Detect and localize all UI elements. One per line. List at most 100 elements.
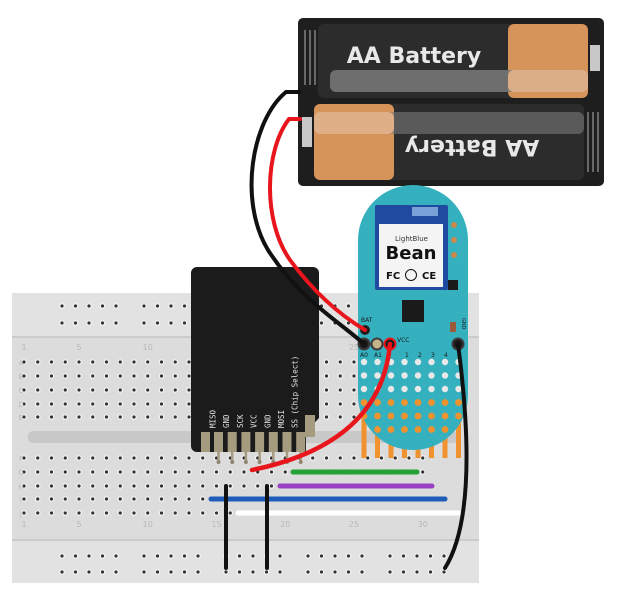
rail-hole[interactable] bbox=[277, 569, 283, 575]
rail-hole[interactable] bbox=[168, 303, 174, 309]
breadboard-hole[interactable] bbox=[21, 401, 27, 407]
breadboard-hole[interactable] bbox=[351, 414, 357, 420]
breadboard-hole[interactable] bbox=[144, 483, 151, 489]
breadboard-hole[interactable] bbox=[172, 496, 179, 502]
breadboard-hole[interactable] bbox=[21, 455, 27, 461]
breadboard-hole[interactable] bbox=[103, 387, 110, 393]
rail-hole[interactable] bbox=[59, 553, 65, 559]
breadboard-hole[interactable] bbox=[144, 401, 151, 407]
breadboard-hole[interactable] bbox=[337, 373, 344, 379]
breadboard-hole[interactable] bbox=[131, 387, 137, 393]
breadboard-hole[interactable] bbox=[172, 455, 179, 461]
breadboard-hole[interactable] bbox=[144, 510, 151, 516]
breadboard-hole[interactable] bbox=[89, 469, 96, 475]
rail-hole[interactable] bbox=[141, 553, 147, 559]
breadboard-hole[interactable] bbox=[323, 455, 330, 461]
rail-hole[interactable] bbox=[168, 553, 174, 559]
breadboard-hole[interactable] bbox=[337, 401, 344, 407]
breadboard-hole[interactable] bbox=[172, 469, 179, 475]
rail-hole[interactable] bbox=[86, 553, 92, 559]
breadboard-hole[interactable] bbox=[351, 455, 357, 461]
breadboard-hole[interactable] bbox=[103, 483, 110, 489]
rail-hole[interactable] bbox=[141, 569, 147, 575]
breadboard-hole[interactable] bbox=[48, 401, 55, 407]
rail-hole[interactable] bbox=[72, 320, 79, 326]
rail-hole[interactable] bbox=[181, 303, 188, 309]
rail-hole[interactable] bbox=[99, 303, 106, 309]
rail-hole[interactable] bbox=[400, 553, 407, 559]
rail-hole[interactable] bbox=[154, 553, 161, 559]
breadboard-hole[interactable] bbox=[117, 483, 124, 489]
wire-battery-negative[interactable] bbox=[249, 90, 366, 346]
breadboard-hole[interactable] bbox=[351, 373, 357, 379]
breadboard-hole[interactable] bbox=[103, 496, 110, 502]
rail-hole[interactable] bbox=[72, 553, 79, 559]
breadboard-hole[interactable] bbox=[282, 469, 289, 475]
rail-hole[interactable] bbox=[345, 553, 352, 559]
breadboard-hole[interactable] bbox=[254, 483, 261, 489]
breadboard-hole[interactable] bbox=[34, 496, 41, 502]
breadboard-hole[interactable] bbox=[131, 401, 137, 407]
breadboard-hole[interactable] bbox=[172, 387, 179, 393]
breadboard-hole[interactable] bbox=[21, 387, 27, 393]
breadboard-hole[interactable] bbox=[186, 373, 192, 379]
breadboard-hole[interactable] bbox=[213, 469, 220, 475]
breadboard-hole[interactable] bbox=[172, 359, 179, 365]
breadboard-hole[interactable] bbox=[186, 496, 192, 502]
breadboard-hole[interactable] bbox=[227, 483, 234, 489]
breadboard-hole[interactable] bbox=[103, 401, 110, 407]
breadboard-hole[interactable] bbox=[89, 414, 96, 420]
rail-hole[interactable] bbox=[195, 569, 201, 575]
breadboard-hole[interactable] bbox=[199, 496, 206, 502]
breadboard-hole[interactable] bbox=[62, 373, 69, 379]
breadboard-hole[interactable] bbox=[268, 483, 275, 489]
breadboard-hole[interactable] bbox=[76, 387, 82, 393]
rail-hole[interactable] bbox=[86, 303, 92, 309]
breadboard-hole[interactable] bbox=[103, 373, 110, 379]
breadboard-hole[interactable] bbox=[48, 496, 55, 502]
breadboard-hole[interactable] bbox=[158, 455, 165, 461]
rail-hole[interactable] bbox=[400, 569, 407, 575]
rail-hole[interactable] bbox=[168, 569, 174, 575]
breadboard-hole[interactable] bbox=[144, 455, 151, 461]
breadboard-hole[interactable] bbox=[158, 359, 165, 365]
breadboard-hole[interactable] bbox=[158, 510, 165, 516]
breadboard-hole[interactable] bbox=[48, 455, 55, 461]
breadboard-hole[interactable] bbox=[337, 414, 344, 420]
rail-hole[interactable] bbox=[318, 553, 325, 559]
breadboard-hole[interactable] bbox=[89, 510, 96, 516]
breadboard-hole[interactable] bbox=[62, 359, 69, 365]
breadboard-hole[interactable] bbox=[76, 510, 82, 516]
rail-hole[interactable] bbox=[305, 569, 311, 575]
breadboard-hole[interactable] bbox=[76, 401, 82, 407]
breadboard-hole[interactable] bbox=[62, 510, 69, 516]
breadboard-hole[interactable] bbox=[419, 455, 426, 461]
breadboard-hole[interactable] bbox=[21, 469, 27, 475]
breadboard-hole[interactable] bbox=[103, 359, 110, 365]
breadboard-hole[interactable] bbox=[172, 414, 179, 420]
rail-hole[interactable] bbox=[181, 569, 188, 575]
rail-hole[interactable] bbox=[223, 569, 229, 575]
rail-hole[interactable] bbox=[359, 553, 365, 559]
breadboard-hole[interactable] bbox=[117, 455, 124, 461]
breadboard-hole[interactable] bbox=[131, 510, 137, 516]
breadboard-hole[interactable] bbox=[158, 496, 165, 502]
breadboard-hole[interactable] bbox=[351, 387, 357, 393]
breadboard-hole[interactable] bbox=[117, 469, 124, 475]
breadboard-hole[interactable] bbox=[48, 387, 55, 393]
breadboard-hole[interactable] bbox=[323, 359, 330, 365]
rail-hole[interactable] bbox=[345, 303, 352, 309]
breadboard-hole[interactable] bbox=[89, 387, 96, 393]
rail-hole[interactable] bbox=[427, 569, 434, 575]
breadboard-hole[interactable] bbox=[131, 359, 137, 365]
breadboard-hole[interactable] bbox=[186, 359, 192, 365]
breadboard-hole[interactable] bbox=[103, 510, 110, 516]
breadboard-hole[interactable] bbox=[76, 359, 82, 365]
rail-hole[interactable] bbox=[99, 553, 106, 559]
breadboard-hole[interactable] bbox=[419, 469, 426, 475]
breadboard-hole[interactable] bbox=[117, 414, 124, 420]
breadboard-hole[interactable] bbox=[268, 469, 275, 475]
wire-battery-positive[interactable] bbox=[268, 117, 367, 332]
rail-hole[interactable] bbox=[414, 553, 420, 559]
rail-hole[interactable] bbox=[250, 553, 256, 559]
